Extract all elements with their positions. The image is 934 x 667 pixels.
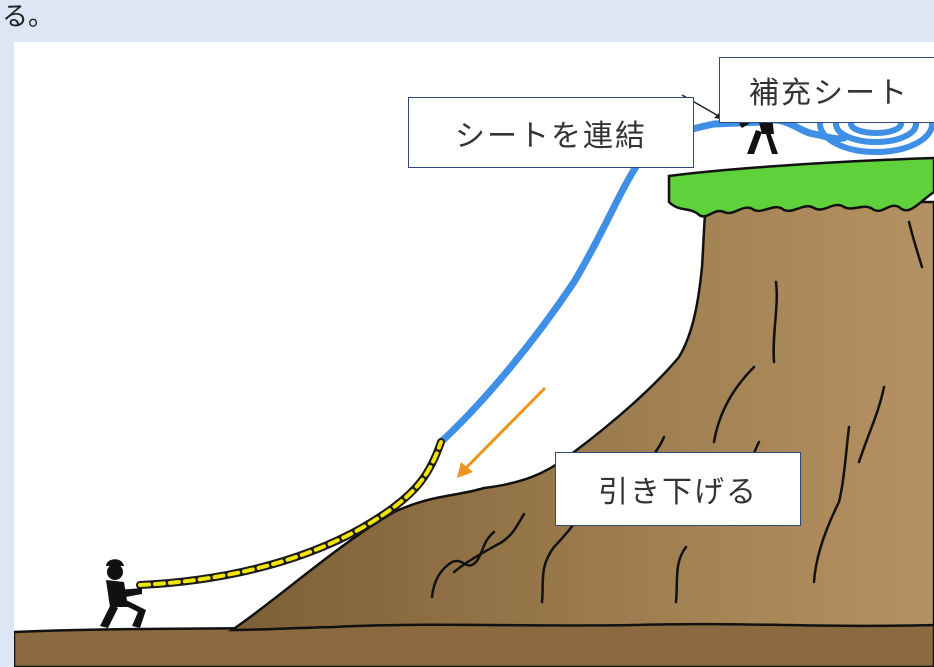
worker-bottom-icon [100, 559, 146, 628]
pull-down-label: 引き下げる [555, 452, 801, 526]
supply-sheet-label: 補充シート [719, 57, 934, 123]
diagram-scene: シートを連結 補充シート 引き下げる [14, 42, 934, 667]
connect-sheet-label: シートを連結 [408, 97, 694, 168]
pull-arrow [457, 386, 547, 478]
ground [14, 620, 934, 667]
header-text: る。 [2, 2, 55, 32]
